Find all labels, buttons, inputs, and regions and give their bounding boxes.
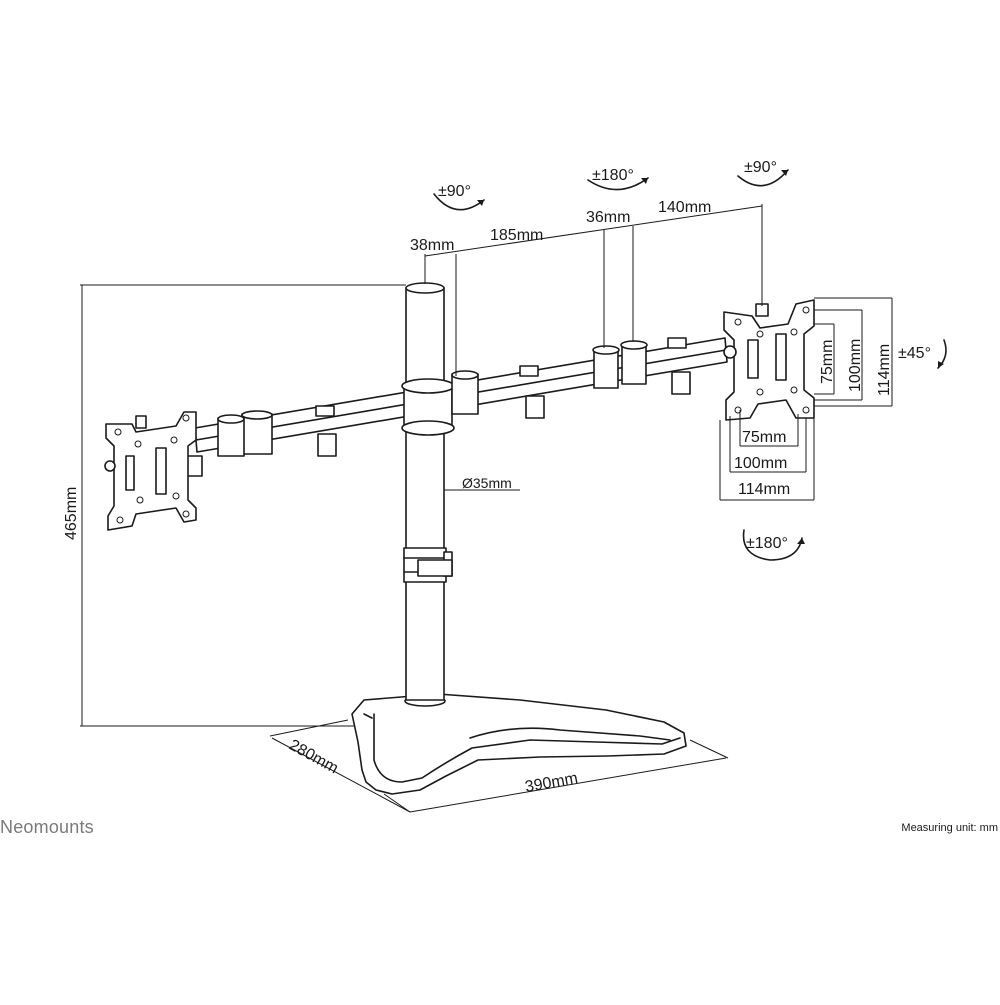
- rotation-arm-right-label: ±90°: [744, 159, 777, 176]
- vesa-vertical-100-label: 100mm: [847, 339, 864, 392]
- tilt-label: ±45°: [898, 345, 931, 362]
- arm-segment-1-label: 185mm: [490, 227, 543, 244]
- stand-base: [351, 693, 687, 795]
- vesa-vertical-114-label: 114mm: [876, 344, 893, 396]
- right-vesa-plate: [723, 299, 815, 421]
- stand-pole: [403, 282, 453, 701]
- rotation-arm-mid-label: ±180°: [592, 167, 634, 184]
- brand-logo-text: Neomounts: [0, 817, 94, 837]
- height-label: 465mm: [63, 487, 80, 540]
- vesa-horizontal-114-label: 114mm: [738, 481, 790, 498]
- swivel-label: ±180°: [746, 535, 788, 552]
- pole-diameter-label: Ø35mm: [462, 475, 512, 491]
- measuring-unit-note: Measuring unit: mm: [901, 822, 998, 834]
- joint-offset-label: 36mm: [586, 209, 630, 226]
- vesa-vertical-75-label: 75mm: [819, 340, 836, 384]
- vesa-horizontal-75-label: 75mm: [742, 429, 786, 446]
- pole-offset-label: 38mm: [410, 237, 454, 254]
- base-depth-label: 280mm: [286, 737, 341, 778]
- vesa-horizontal-100-label: 100mm: [734, 455, 787, 472]
- dual-arm: [183, 337, 728, 477]
- rotation-arm-left-label: ±90°: [438, 183, 471, 200]
- arm-segment-2-label: 140mm: [658, 199, 711, 216]
- base-width-label: 390mm: [524, 770, 580, 796]
- rotation-arcs: [433, 169, 947, 561]
- dimension-lines: [80, 204, 893, 813]
- left-vesa-plate: [104, 411, 197, 531]
